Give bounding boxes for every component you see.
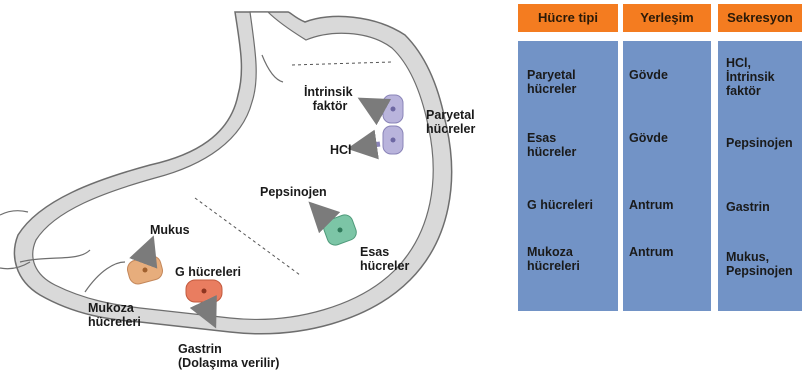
label-gastrin: Gastrin (Dolaşıma verilir) (178, 342, 279, 370)
table-cell: Antrum (629, 245, 707, 259)
label-g-cells: G hücreleri (175, 265, 241, 279)
table-cell: Gövde (629, 68, 707, 82)
stomach-wall (0, 12, 452, 334)
table-cell: Mukoza hücreleri (527, 245, 607, 273)
header-secretion: Sekresyon (718, 4, 802, 32)
table-cell: G hücreleri (527, 198, 615, 212)
table-cell: Mukus, Pepsinojen (726, 250, 802, 278)
parietal-cell-upper (383, 95, 403, 123)
label-mucus: Mukus (150, 223, 190, 237)
g-cell (186, 280, 222, 302)
header-location: Yerleşim (623, 4, 711, 32)
label-parietal-cells: Paryetal hücreler (426, 108, 478, 136)
table-cell: Pepsinojen (726, 136, 802, 150)
label-pepsinogen: Pepsinojen (260, 185, 327, 199)
label-hcl: HCl (330, 143, 352, 157)
table-cell: Esas hücreler (527, 131, 587, 159)
parietal-cell-lower (383, 126, 403, 154)
table-cell: Gastrin (726, 200, 802, 214)
table-cell: Gövde (629, 131, 707, 145)
header-cell-type: Hücre tipi (518, 4, 618, 32)
label-mucous-cells: Mukoza hücreleri (88, 301, 141, 329)
table-cell: Paryetal hücreler (527, 68, 607, 96)
table-cell: Antrum (629, 198, 707, 212)
table-cell: HCl, İntrinsik faktör (726, 56, 802, 98)
